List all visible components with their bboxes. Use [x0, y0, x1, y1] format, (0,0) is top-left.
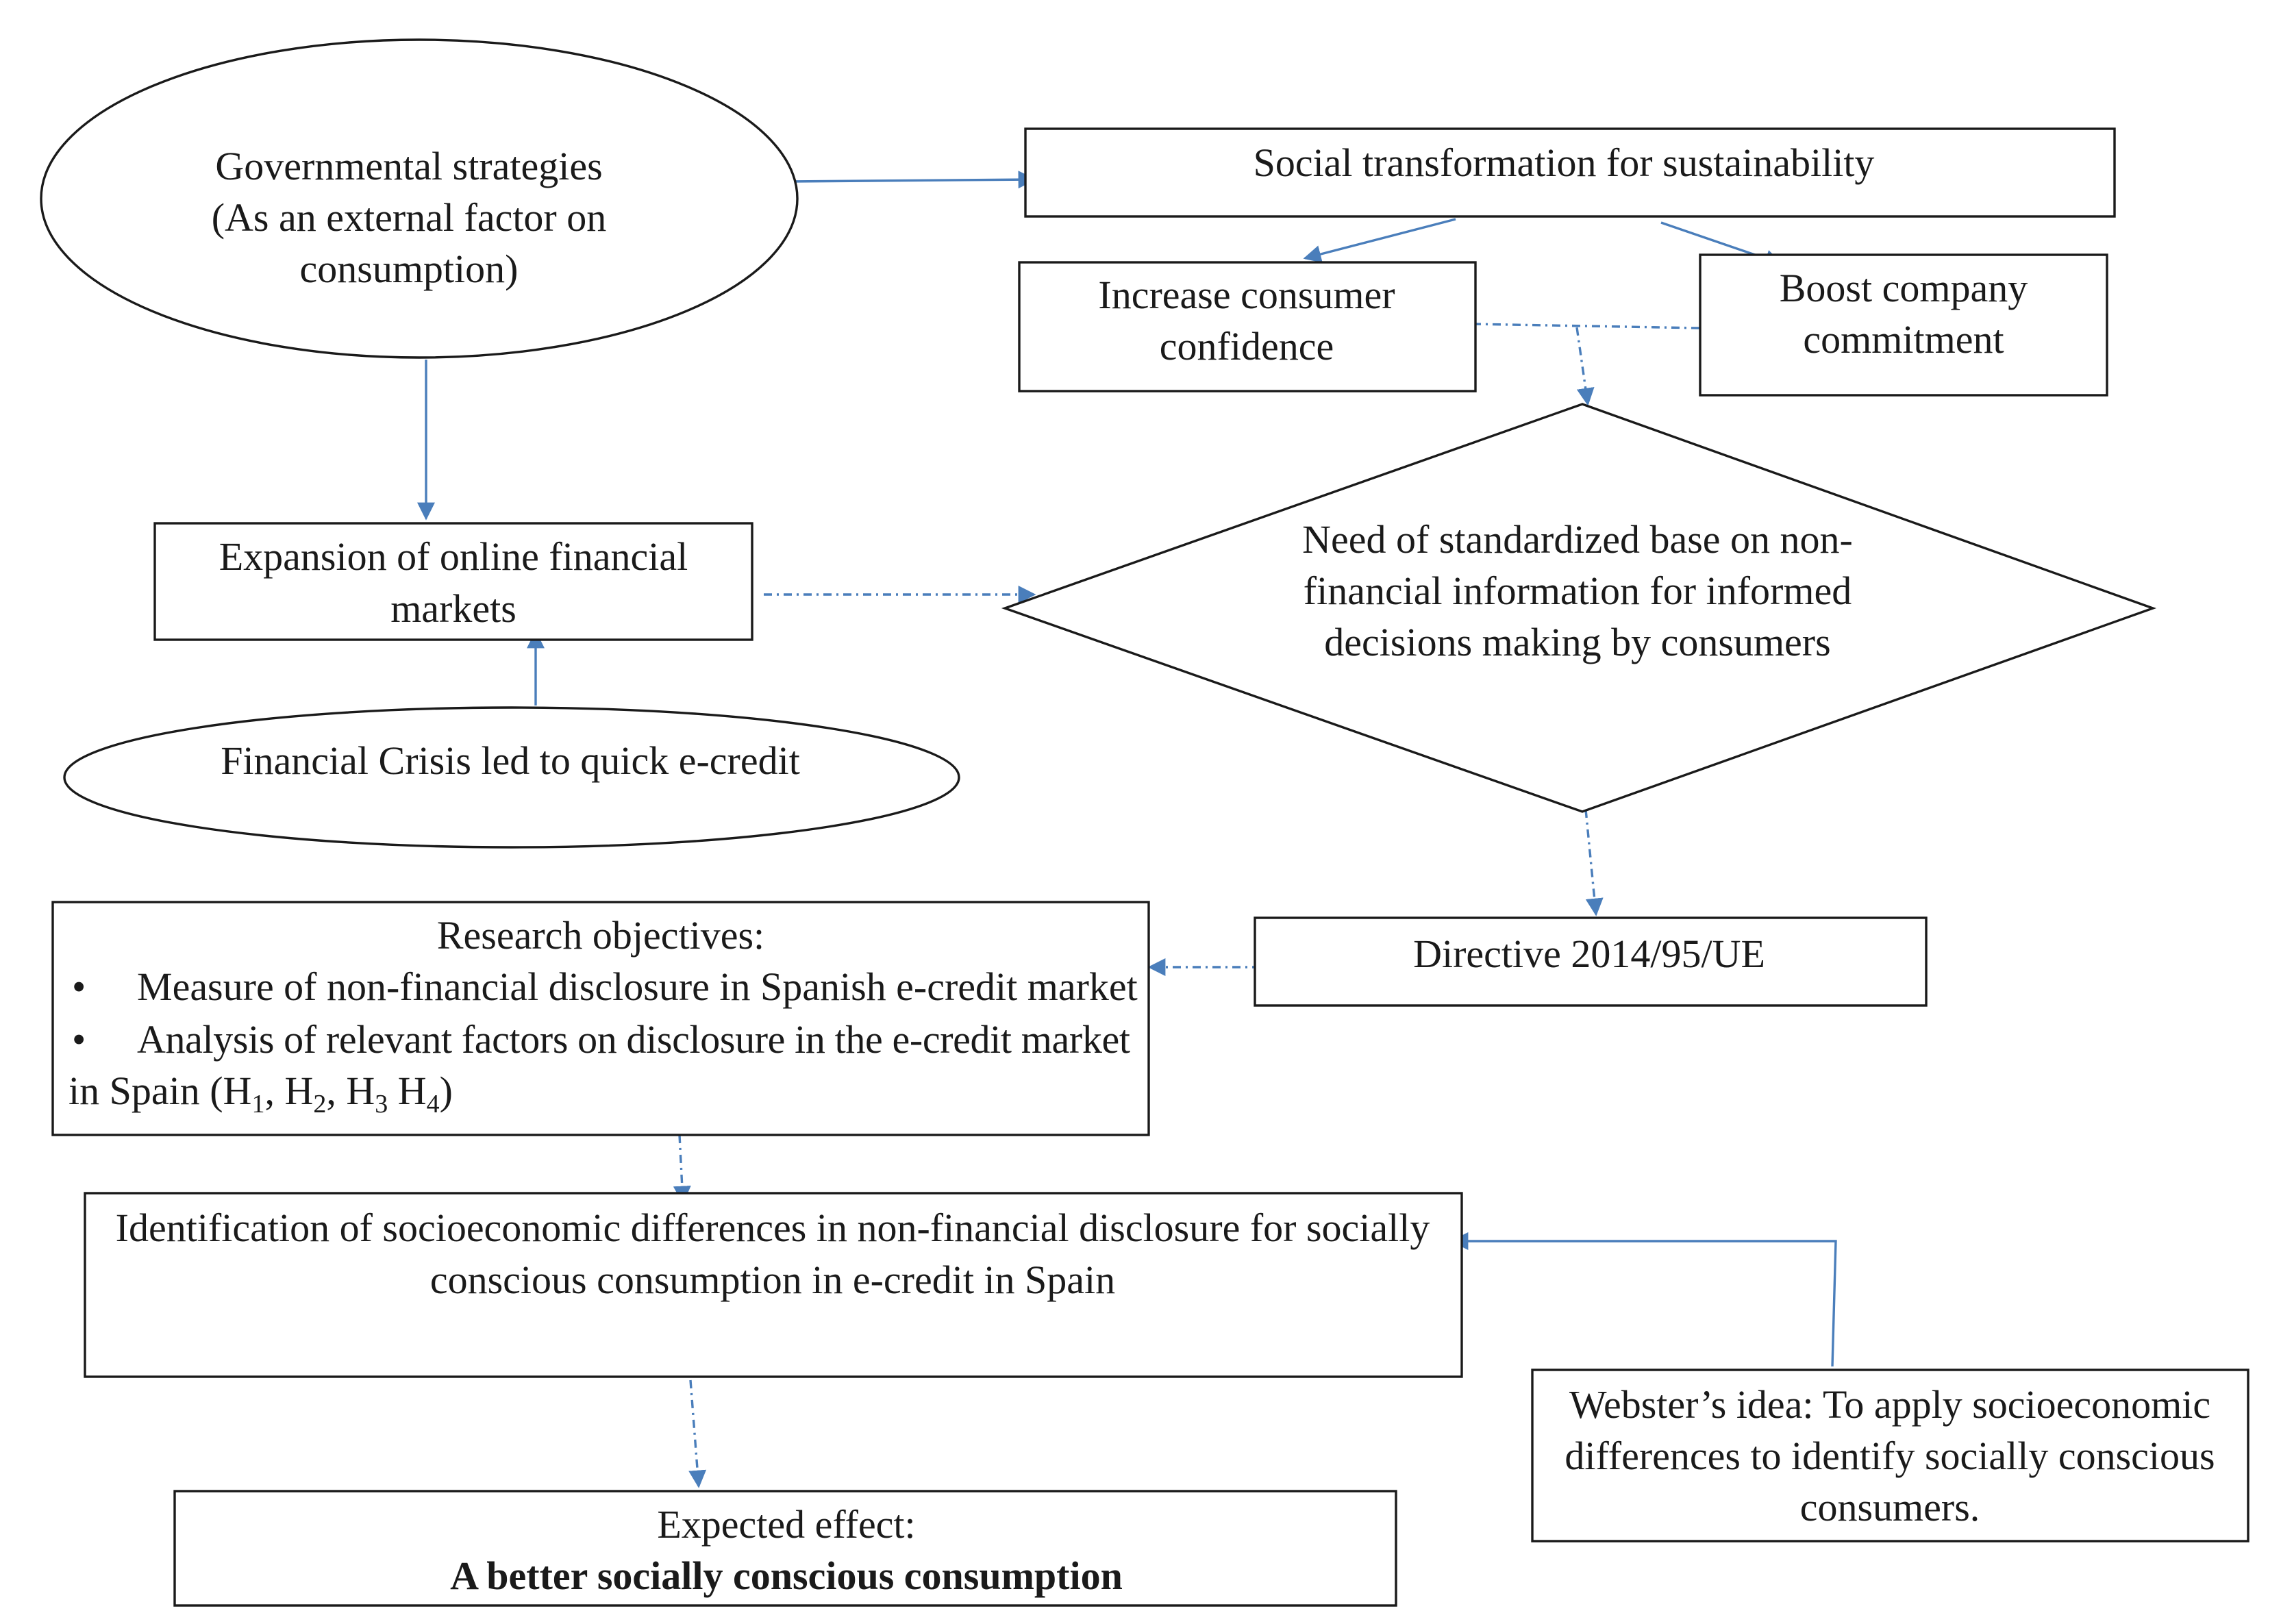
need-line3: decisions making by consumers — [1324, 620, 1830, 664]
webster-line2: differences to identify socially conscio… — [1565, 1434, 2215, 1478]
node-research-objectives: Research objectives: • Measure of non-fi… — [51, 901, 1150, 1136]
node-company-commitment: Boost company commitment — [1699, 253, 2108, 397]
node-governmental-strategies: Governmental strategies (As an external … — [40, 38, 799, 359]
crisis-text: Financial Crisis led to quick e-credit — [221, 738, 800, 783]
research-bullet2: Analysis of relevant factors on disclosu… — [137, 1017, 1130, 1062]
node-identification: Identification of socioeconomic differen… — [84, 1192, 1463, 1378]
governmental-line3: consumption) — [300, 247, 519, 291]
need-line1: Need of standardized base on non- — [1302, 517, 1853, 562]
social-text: Social transformation for sustainability — [1254, 140, 1875, 185]
company-line1: Boost company — [1780, 266, 2028, 310]
webster-line3: consumers. — [1800, 1485, 1980, 1529]
expected-line1: Expected effect: — [657, 1502, 915, 1547]
node-expected-effect: Expected effect: A better socially consc… — [173, 1490, 1397, 1607]
node-social-transformation: Social transformation for sustainability — [1024, 127, 2116, 218]
arrow-webster-to-identification — [1450, 1232, 1837, 1367]
arrow-governmental-to-social — [787, 171, 1036, 189]
arrow-to-need — [1575, 327, 1595, 406]
consumer-line2: confidence — [1160, 324, 1334, 368]
expected-line2: A better socially conscious consumption — [450, 1553, 1123, 1598]
expansion-line1: Expansion of online financial — [219, 534, 688, 579]
company-line2: commitment — [1803, 317, 2004, 362]
node-directive: Directive 2014/95/UE — [1254, 916, 1928, 1007]
research-bullet1-glyph: • — [72, 964, 86, 1009]
node-financial-crisis: Financial Crisis led to quick e-credit — [63, 706, 960, 849]
research-bullet2-glyph: • — [72, 1017, 86, 1062]
identification-line2: conscious consumption in e-credit in Spa… — [430, 1258, 1115, 1302]
connectors — [417, 171, 1837, 1488]
directive-text: Directive 2014/95/UE — [1413, 932, 1765, 976]
arrow-research-to-identification — [673, 1134, 691, 1204]
node-consumer-confidence: Increase consumer confidence — [1018, 261, 1477, 392]
consumer-line1: Increase consumer — [1098, 273, 1395, 317]
connector-consumer-company — [1472, 323, 1701, 329]
research-bullet2-cont: in Spain (H1, H2, H3 H4) — [68, 1069, 453, 1119]
node-webster-idea: Webster’s idea: To apply socioeconomic d… — [1531, 1369, 2249, 1542]
arrow-need-to-directive — [1584, 809, 1604, 916]
governmental-line1: Governmental strategies — [215, 144, 602, 188]
need-line2: financial information for informed — [1304, 569, 1852, 613]
arrow-identification-to-expected — [688, 1379, 707, 1488]
research-bullet1: Measure of non-financial disclosure in S… — [137, 964, 1138, 1009]
governmental-line2: (As an external factor on — [212, 195, 607, 240]
expansion-line2: markets — [390, 586, 516, 631]
node-need-standardized-base: Need of standardized base on non- financ… — [1001, 403, 2157, 813]
identification-line1: Identification of socioeconomic differen… — [116, 1205, 1430, 1250]
research-title: Research objectives: — [437, 913, 764, 958]
arrow-social-to-consumer — [1303, 218, 1456, 263]
webster-line1: Webster’s idea: To apply socioeconomic — [1569, 1382, 2210, 1427]
node-expansion-online-markets: Expansion of online financial markets — [153, 522, 753, 641]
